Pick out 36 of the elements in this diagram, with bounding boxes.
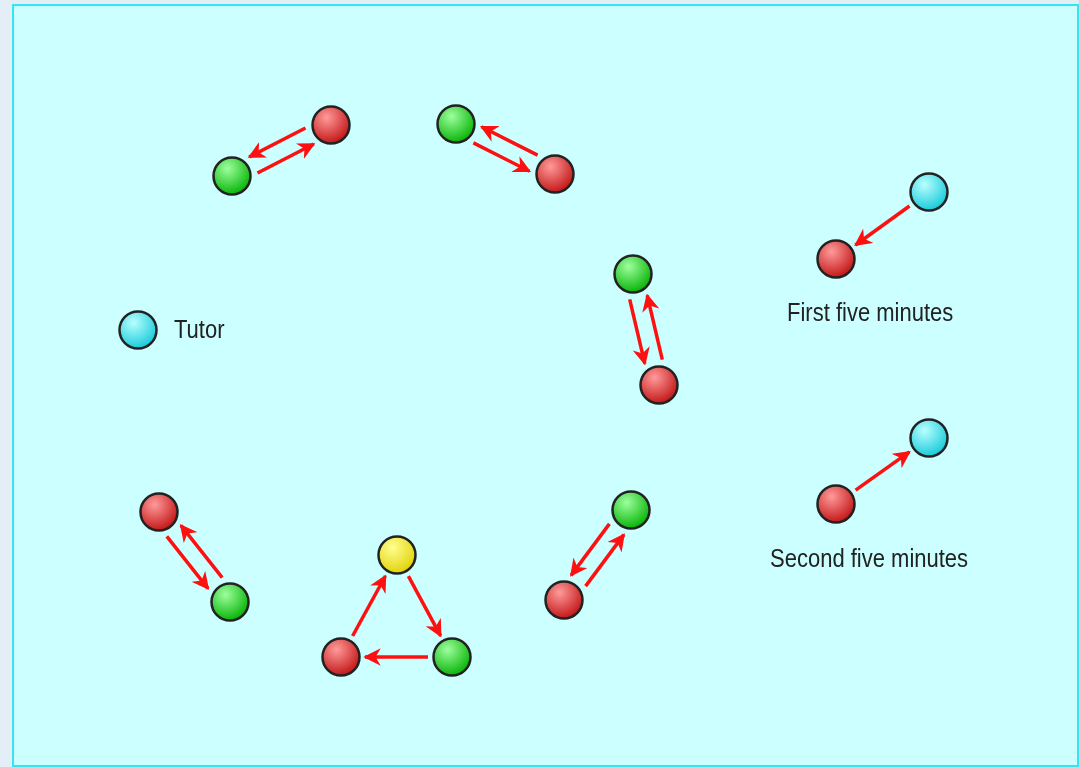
arrow	[479, 125, 539, 157]
ball-node	[118, 310, 158, 350]
arrow	[584, 533, 626, 588]
ball-node	[139, 492, 179, 532]
ball-node	[544, 580, 584, 620]
node-caption: Tutor	[174, 315, 225, 344]
arrow	[406, 575, 443, 638]
ball-node	[909, 418, 949, 458]
caption-text: First five minutes	[787, 298, 954, 327]
arrow	[256, 142, 316, 175]
arrow	[165, 535, 210, 591]
caption-text: Second five minutes	[770, 544, 969, 573]
ball-node	[212, 156, 252, 196]
ball-node	[377, 535, 417, 575]
ball-node	[436, 104, 476, 144]
ball-node	[816, 484, 856, 524]
ball-node	[613, 254, 653, 294]
ball-node	[909, 172, 949, 212]
arrow	[179, 523, 224, 579]
ball-node	[535, 154, 575, 194]
arrow	[854, 204, 911, 247]
arrow	[351, 574, 387, 637]
arrow	[854, 450, 911, 492]
ball-node	[311, 105, 351, 145]
arrow	[247, 126, 307, 159]
arrow	[363, 648, 428, 666]
arrow	[569, 522, 611, 577]
ball-node	[321, 637, 361, 677]
ball-node	[432, 637, 472, 677]
ball-node	[639, 365, 679, 405]
ball-node	[611, 490, 651, 530]
ball-node	[816, 239, 856, 279]
arrow	[472, 141, 532, 173]
ball-node	[210, 582, 250, 622]
arrow	[628, 299, 650, 366]
arrow	[642, 293, 664, 360]
